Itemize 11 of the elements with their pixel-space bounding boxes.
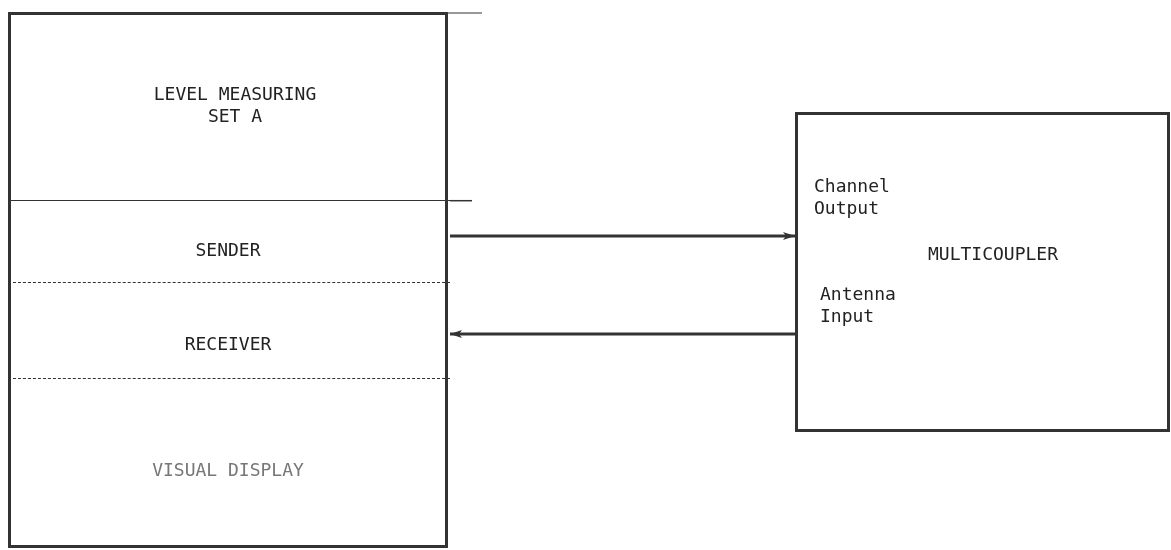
port-label: Channel Output [814,175,891,219]
section-label: RECEIVER [183,333,273,355]
device-title: LEVEL MEASURING SET A [152,83,318,127]
device-box [8,12,448,548]
section-label: SENDER [194,239,262,261]
arrow [450,232,795,240]
multicoupler-box [795,112,1170,432]
section-label: VISUAL DISPLAY [151,459,305,481]
box-title: MULTICOUPLER [928,243,1060,265]
port-label: Antenna Input [820,283,897,327]
arrow [450,330,795,338]
